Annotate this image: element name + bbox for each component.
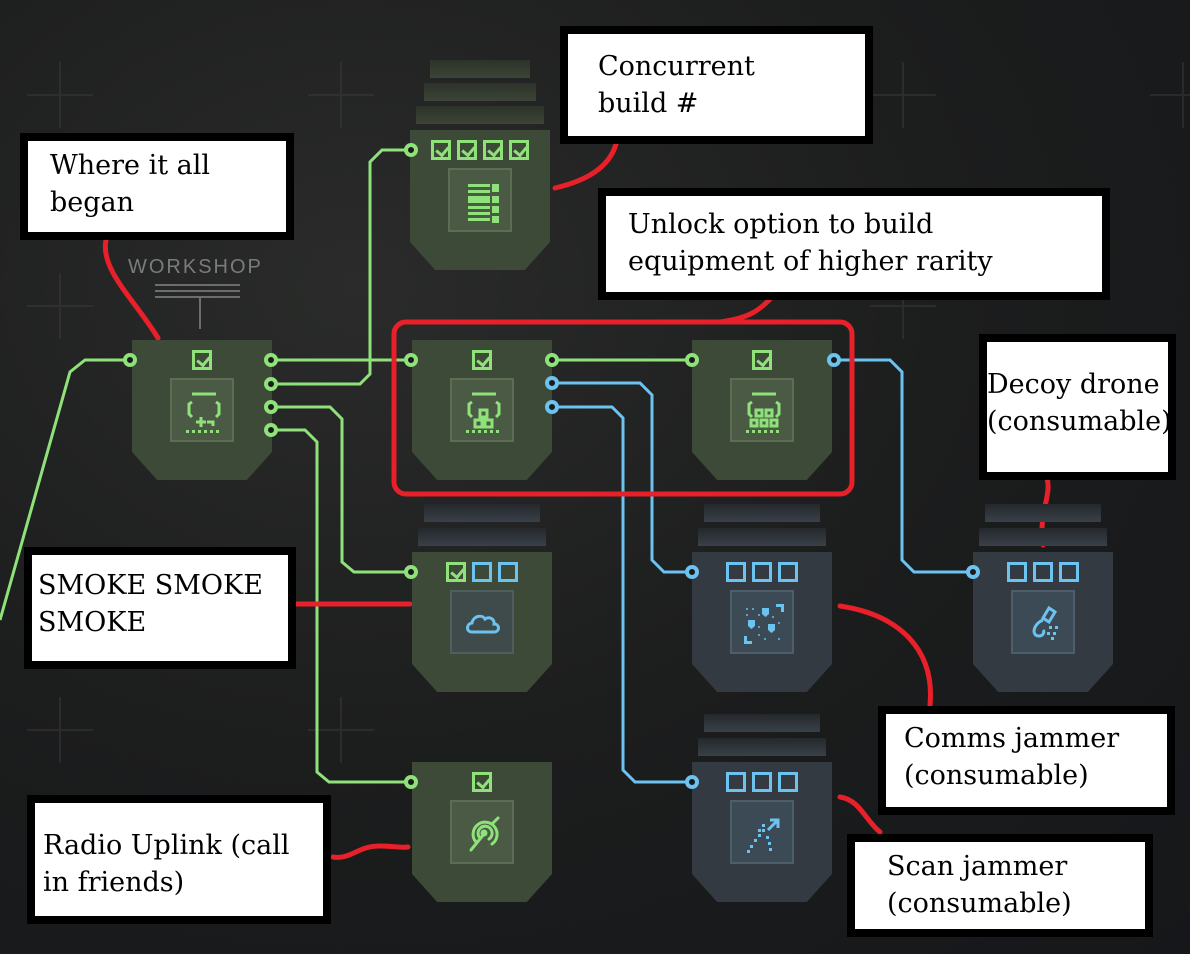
build-slot-checked bbox=[472, 350, 492, 370]
grid-crosshair bbox=[27, 697, 93, 763]
build-slot-checked bbox=[457, 140, 477, 160]
input-port bbox=[123, 353, 137, 367]
output-port bbox=[545, 376, 559, 390]
input-port bbox=[404, 353, 418, 367]
callout-scan-jammer: Scan jammer (consumable) bbox=[847, 834, 1153, 937]
comms-jammer-icon bbox=[730, 590, 794, 654]
workshop-emblem-icon bbox=[155, 284, 240, 329]
wire-rarity2-to-decoy bbox=[834, 358, 973, 574]
output-port bbox=[545, 400, 559, 414]
callout-smoke: SMOKE SMOKE SMOKE bbox=[24, 547, 296, 669]
locked-tier-layer bbox=[424, 504, 540, 522]
build-slot-checked bbox=[509, 140, 529, 160]
callout-comms-jammer: Comms jammer (consumable) bbox=[878, 706, 1175, 815]
input-port bbox=[404, 775, 418, 789]
cloud-icon bbox=[450, 590, 514, 654]
wire-rarity1-to-comms bbox=[552, 381, 692, 574]
grid-crosshair bbox=[870, 273, 936, 339]
wire-root-to-workshop bbox=[0, 358, 128, 621]
annotation-stroke-concurrent bbox=[552, 137, 620, 191]
node-concurrent-build[interactable] bbox=[410, 60, 550, 270]
decoy-drone-icon bbox=[1011, 590, 1075, 654]
output-port bbox=[264, 423, 278, 437]
output-port bbox=[264, 353, 278, 367]
build-slot-empty bbox=[752, 562, 772, 582]
build-slot-checked bbox=[472, 772, 492, 792]
wire-workshop-to-radio bbox=[276, 428, 410, 784]
build-slot-empty bbox=[726, 772, 746, 792]
grid-crosshair bbox=[308, 697, 374, 763]
node-workshop[interactable] bbox=[132, 340, 272, 480]
locked-tier-layer bbox=[430, 60, 530, 78]
locked-tier-layer bbox=[416, 106, 544, 124]
callout-higher-rarity: Unlock option to build equipment of high… bbox=[598, 188, 1110, 300]
grid-crosshair bbox=[308, 62, 374, 128]
build-slot-checked bbox=[446, 562, 466, 582]
build-slot-empty bbox=[778, 562, 798, 582]
build-equipment-icon bbox=[170, 378, 234, 442]
wire-rarity1-to-scan bbox=[552, 405, 692, 784]
build-slot-empty bbox=[778, 772, 798, 792]
output-port bbox=[264, 400, 278, 414]
node-decoy-drone[interactable] bbox=[973, 504, 1113, 692]
input-port bbox=[685, 353, 699, 367]
node-higher-rarity-2[interactable] bbox=[692, 340, 832, 480]
callout-radio-uplink: Radio Uplink (call in friends) bbox=[27, 795, 331, 924]
locked-tier-layer bbox=[979, 528, 1107, 546]
build-equipment-tier2-icon bbox=[450, 378, 514, 442]
output-port bbox=[545, 353, 559, 367]
build-slot-checked bbox=[431, 140, 451, 160]
build-slot-empty bbox=[1033, 562, 1053, 582]
build-slot-empty bbox=[752, 772, 772, 792]
build-slot-empty bbox=[1059, 562, 1079, 582]
build-slot-checked bbox=[752, 350, 772, 370]
wire-workshop-to-smoke bbox=[276, 405, 410, 574]
build-slot-empty bbox=[726, 562, 746, 582]
node-smoke[interactable] bbox=[412, 504, 552, 692]
node-scan-jammer[interactable] bbox=[692, 714, 832, 902]
annotation-stroke-radio bbox=[330, 843, 411, 860]
node-comms-jammer[interactable] bbox=[692, 504, 832, 692]
workshop-title: WORKSHOP bbox=[128, 256, 263, 278]
build-equipment-tier3-icon bbox=[730, 378, 794, 442]
input-port bbox=[966, 565, 980, 579]
callout-concurrent-build: Concurrent build # bbox=[560, 26, 873, 144]
annotation-stroke-where-began bbox=[102, 237, 161, 341]
locked-tier-layer bbox=[698, 738, 826, 756]
annotation-stroke-scan bbox=[837, 794, 883, 835]
callout-where-began: Where it all began bbox=[20, 133, 294, 240]
annotation-stroke-comms bbox=[837, 603, 933, 708]
output-port bbox=[264, 377, 278, 391]
locked-tier-layer bbox=[985, 504, 1101, 522]
node-higher-rarity-1[interactable] bbox=[412, 340, 552, 480]
grid-crosshair bbox=[1150, 62, 1190, 128]
locked-tier-layer bbox=[704, 714, 820, 732]
node-radio-uplink[interactable] bbox=[412, 762, 552, 902]
scan-jammer-icon bbox=[730, 800, 794, 864]
build-slot-empty bbox=[472, 562, 492, 582]
input-port bbox=[685, 775, 699, 789]
output-port bbox=[827, 353, 841, 367]
build-queue-icon bbox=[448, 168, 512, 232]
build-slot-empty bbox=[498, 562, 518, 582]
rarity-highlight-box bbox=[391, 319, 855, 497]
build-slot-checked bbox=[192, 350, 212, 370]
radio-uplink-icon bbox=[450, 800, 514, 864]
build-slot-empty bbox=[1007, 562, 1027, 582]
input-port bbox=[404, 143, 418, 157]
build-slot-checked bbox=[483, 140, 503, 160]
wire-workshop-to-concurrent bbox=[276, 148, 410, 386]
locked-tier-layer bbox=[418, 528, 546, 546]
grid-crosshair bbox=[27, 62, 93, 128]
input-port bbox=[404, 565, 418, 579]
input-port bbox=[685, 565, 699, 579]
grid-crosshair bbox=[870, 62, 936, 128]
locked-tier-layer bbox=[698, 528, 826, 546]
callout-decoy-drone: Decoy drone (consumable) bbox=[979, 334, 1176, 480]
grid-crosshair bbox=[27, 273, 93, 339]
locked-tier-layer bbox=[704, 504, 820, 522]
locked-tier-layer bbox=[424, 83, 536, 101]
